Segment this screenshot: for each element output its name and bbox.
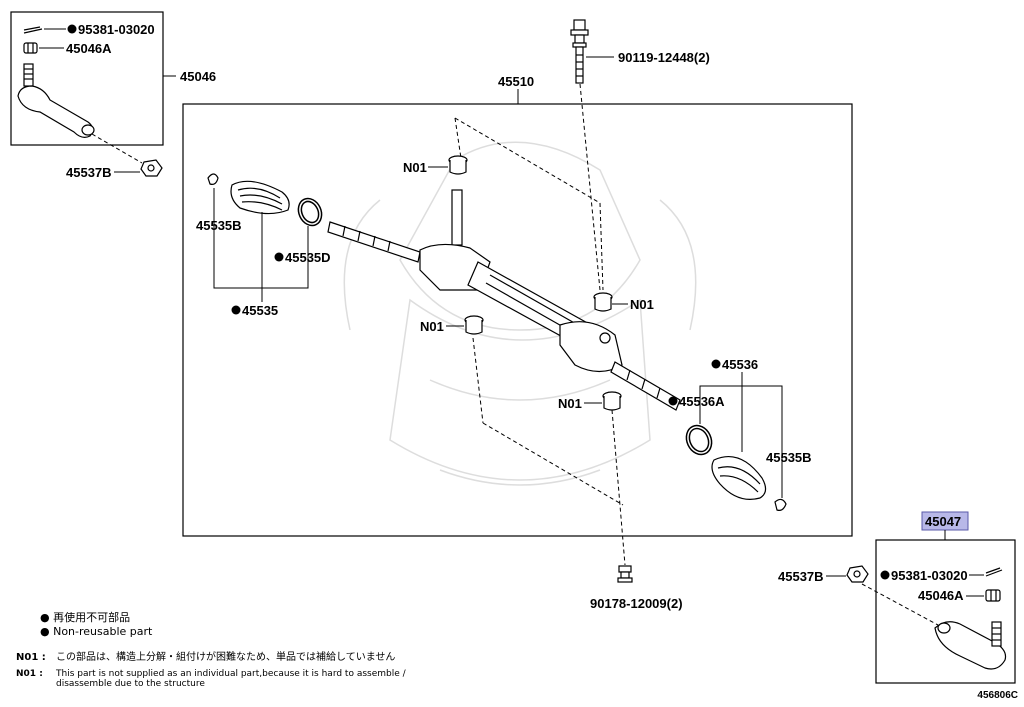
label-n01-bottom: N01	[558, 396, 582, 411]
castle-nut-icon	[23, 42, 38, 54]
diagram-id: 456806C	[977, 690, 1018, 701]
label-n01-top: N01	[403, 160, 427, 175]
label-90178: 90178-12009(2)	[590, 596, 683, 611]
label-45535b-left: 45535B	[196, 218, 242, 233]
label-45046a-right: 45046A	[918, 588, 964, 603]
label-45510: 45510	[498, 74, 534, 89]
note-jp-text: この部品は、構造上分解・組付けが困難なため、単品では補給していません	[56, 652, 396, 663]
bushing-n01-top	[448, 155, 468, 175]
label-n01-right: N01	[630, 297, 654, 312]
label-95381-right: 95381-03020	[891, 568, 968, 583]
legend-jp: ● 再使用不可部品	[40, 611, 131, 624]
tie-rod-end-icon	[17, 63, 95, 138]
label-45536a: 45536A	[679, 394, 725, 409]
legend: ● 再使用不可部品 ● Non-reusable part	[40, 611, 152, 639]
label-45535b-right: 45535B	[766, 450, 812, 465]
box-45046	[10, 11, 164, 146]
note-en-code: N01 :	[16, 669, 43, 679]
nut-45537b-right-icon	[846, 565, 869, 583]
label-45046: 45046	[180, 69, 216, 84]
watermark-emblem	[343, 141, 697, 486]
dust-boot-left-icon	[230, 180, 290, 215]
mounting-outline	[454, 117, 626, 566]
bolt-90178-icon	[617, 565, 633, 583]
legend-en: ● Non-reusable part	[40, 625, 153, 638]
boot-clip-right-icon	[774, 498, 787, 511]
label-45537b-right: 45537B	[778, 569, 824, 584]
note-jp-code: N01 :	[16, 652, 46, 663]
dust-boot-right-icon	[711, 456, 767, 500]
label-45535: 45535	[242, 303, 278, 318]
label-n01-left: N01	[420, 319, 444, 334]
cotter-pin-icon	[23, 26, 43, 34]
note-en-text: This part is not supplied as an individu…	[56, 669, 406, 689]
label-45536: 45536	[722, 357, 758, 372]
tie-rod-end-right-icon	[934, 621, 1007, 670]
cotter-pin-right-icon	[985, 567, 1003, 577]
bushing-n01-bottom	[602, 391, 622, 411]
label-45537b-top: 45537B	[66, 165, 112, 180]
bushing-n01-left	[464, 315, 484, 335]
boot-clip-left-icon	[207, 173, 219, 185]
label-45535d: 45535D	[285, 250, 331, 265]
boot-ring-45535d-icon	[297, 197, 323, 227]
label-90119: 90119-12448(2)	[618, 50, 710, 65]
label-95381-top: 95381-03020	[78, 22, 155, 37]
bushing-n01-right	[593, 292, 613, 312]
bolt-90119-icon	[570, 19, 589, 84]
nut-45537b-icon	[140, 159, 163, 177]
boot-ring-45536a-icon	[685, 424, 713, 456]
label-45046a-top: 45046A	[66, 41, 112, 56]
label-45047[interactable]: 45047	[925, 514, 961, 529]
castle-nut-right-icon	[985, 589, 1001, 602]
steering-rack-icon	[327, 189, 681, 411]
